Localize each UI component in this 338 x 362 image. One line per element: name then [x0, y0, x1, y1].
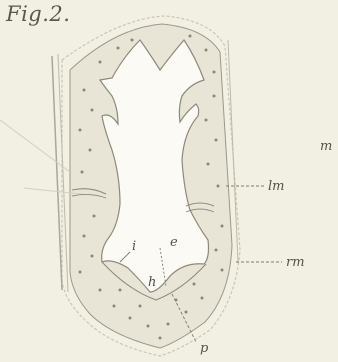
left-band-2 — [58, 54, 68, 292]
figure-title: Fig.2. — [6, 2, 70, 26]
left-band-1 — [52, 56, 62, 290]
label-e: e — [170, 236, 178, 249]
strand-1 — [0, 120, 70, 172]
label-i: i — [132, 240, 136, 253]
label-p: p — [200, 342, 208, 355]
label-m: m — [320, 140, 332, 153]
label-h: h — [148, 276, 156, 289]
label-lm: lm — [268, 180, 285, 193]
label-rm: rm — [286, 256, 305, 269]
